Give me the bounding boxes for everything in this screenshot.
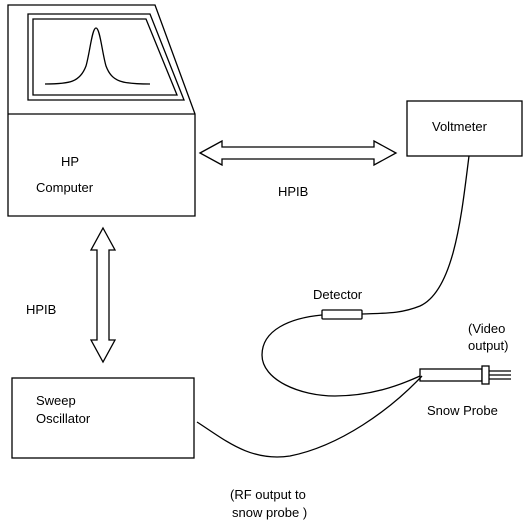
monitor-screen-inner <box>32 18 178 96</box>
video-cable <box>361 155 470 315</box>
monitor-screen <box>27 13 185 101</box>
sweep-oscillator: Sweep Oscillator <box>11 377 195 459</box>
rf-output-line1: (RF output to <box>230 487 306 502</box>
snow-probe-label: Snow Probe <box>427 403 498 418</box>
detector-cable <box>261 314 421 397</box>
hpib-vertical-arrow: HPIB <box>26 226 117 364</box>
hp-computer: HP Computer <box>7 4 196 217</box>
rf-output-line2: snow probe ) <box>232 505 307 520</box>
rf-cable <box>196 375 423 458</box>
video-output-line1: (Video <box>468 321 505 336</box>
hpib-vertical-label: HPIB <box>26 302 56 317</box>
hpib-horizontal-label: HPIB <box>278 184 308 199</box>
screen-peak-trace <box>44 27 151 85</box>
voltmeter: Voltmeter <box>406 100 523 157</box>
hpib-horizontal-arrow: HPIB <box>198 139 398 199</box>
detector-label: Detector <box>313 287 363 302</box>
sweep-oscillator-line2: Oscillator <box>36 411 91 426</box>
sweep-oscillator-line1: Sweep <box>36 393 76 408</box>
computer-brand: HP <box>61 154 79 169</box>
detector: Detector <box>313 287 363 320</box>
computer-label: Computer <box>36 180 94 195</box>
snow-probe: Snow Probe <box>419 365 511 418</box>
voltmeter-label: Voltmeter <box>432 119 488 134</box>
video-output-line2: output) <box>468 338 508 353</box>
